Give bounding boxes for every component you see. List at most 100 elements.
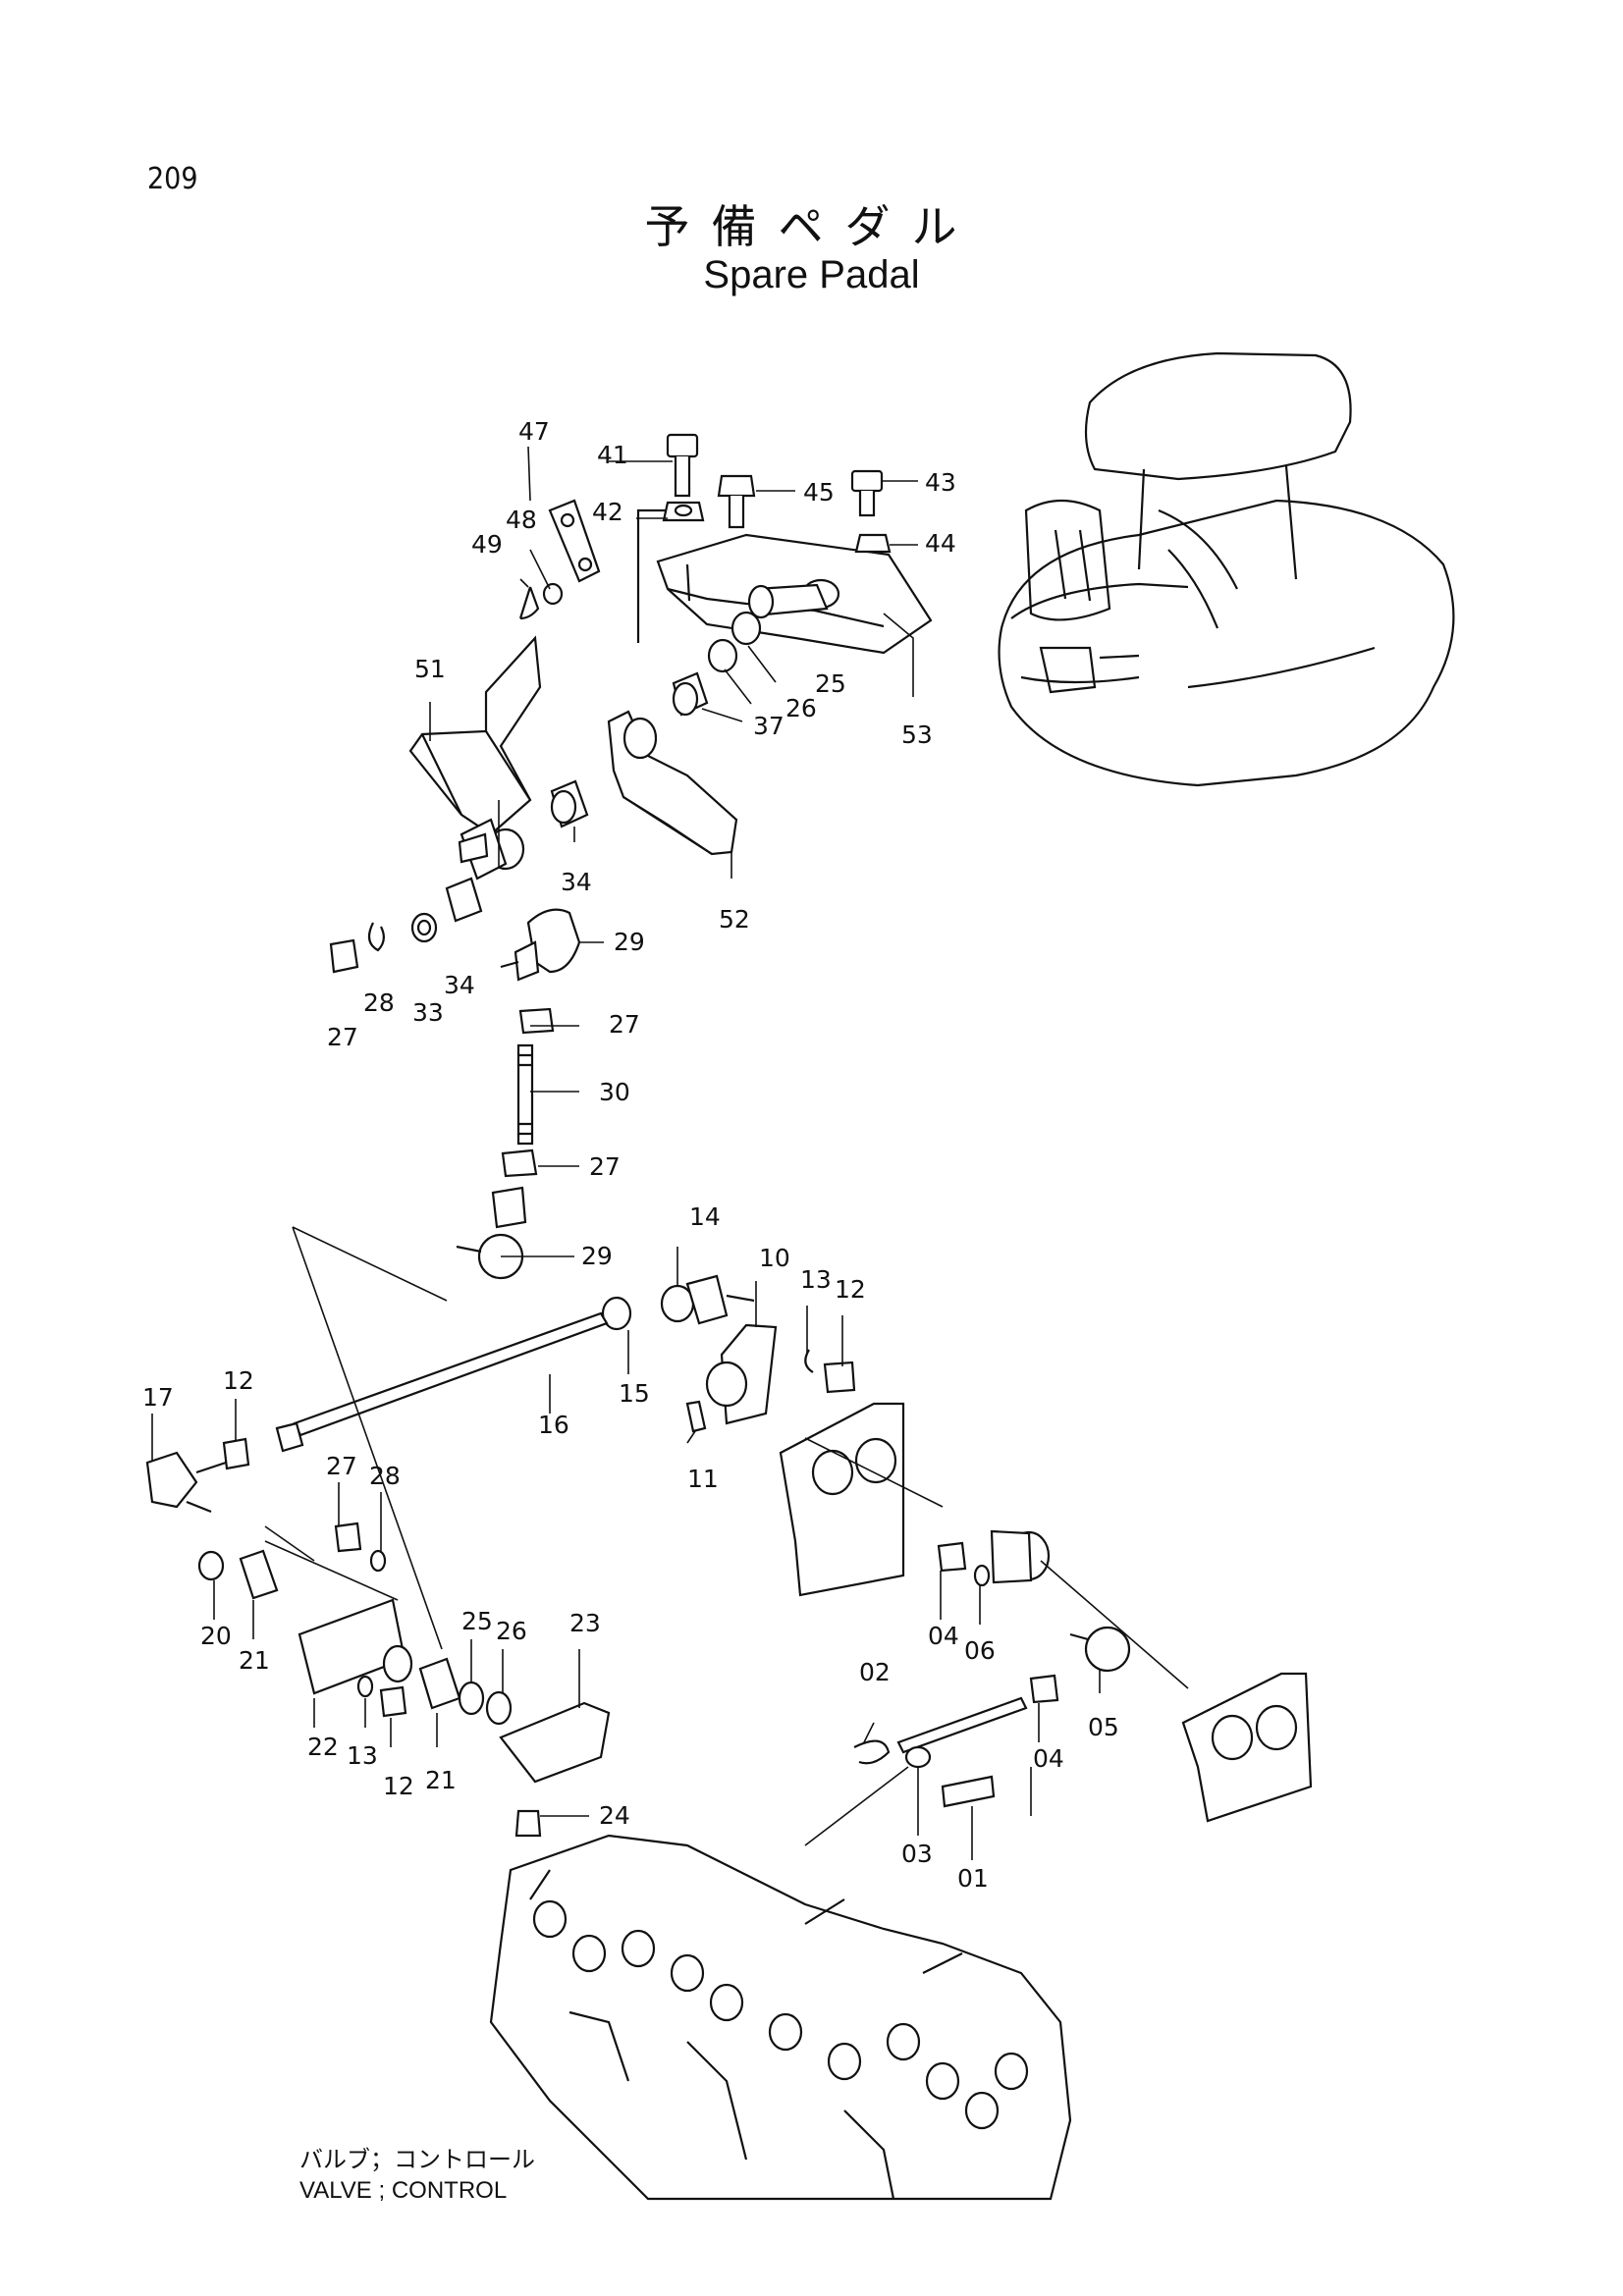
label-27-b: 27 [589, 1152, 621, 1181]
nut-04-lower [1029, 1674, 1059, 1704]
ball-joint-29-lower [456, 1186, 527, 1280]
label-34-lower: 34 [444, 971, 475, 999]
washer-15 [601, 1296, 632, 1331]
bracket-53 [636, 508, 933, 655]
label-14: 14 [689, 1202, 721, 1231]
bushing-21-lower [418, 1657, 461, 1710]
label-25-lower: 25 [461, 1607, 493, 1635]
label-17: 17 [142, 1383, 174, 1412]
label-02: 02 [859, 1658, 891, 1686]
label-44: 44 [925, 529, 956, 558]
label-06: 06 [964, 1636, 996, 1665]
pin-49 [518, 586, 540, 620]
label-04-lower: 04 [1033, 1744, 1064, 1773]
clip-28-upper [367, 922, 385, 952]
label-28-lower: 28 [369, 1462, 401, 1490]
label-24: 24 [599, 1801, 630, 1830]
clip-13-upper [804, 1349, 814, 1373]
bracket-23 [499, 1701, 611, 1784]
label-48: 48 [506, 506, 537, 534]
rod-end-17 [145, 1451, 227, 1514]
pin-01 [941, 1775, 996, 1808]
leader-lines [151, 446, 1189, 1860]
washer-48 [542, 582, 564, 606]
label-20: 20 [200, 1622, 232, 1650]
label-05: 05 [1088, 1713, 1119, 1741]
label-41: 41 [597, 441, 628, 469]
label-53: 53 [901, 721, 933, 749]
label-34-upper: 34 [561, 868, 592, 896]
label-01: 01 [957, 1864, 989, 1893]
snap-ring-33 [410, 912, 438, 943]
machine-overview-illustration [998, 351, 1455, 787]
label-15: 15 [619, 1379, 650, 1408]
bracket-right-lower [1181, 1672, 1313, 1823]
label-37: 37 [753, 712, 784, 740]
clip-28-lower [369, 1549, 387, 1573]
label-10: 10 [759, 1244, 790, 1272]
pedal-52 [607, 710, 738, 856]
valve-reference-japanese: バルブ；コントロール [299, 2146, 535, 2173]
rod-30 [516, 1043, 534, 1146]
label-13-lower: 13 [347, 1741, 378, 1770]
washers-25-26 [707, 611, 762, 673]
bushing-21-upper [239, 1549, 279, 1600]
control-valve-illustration [489, 1834, 1072, 2201]
label-21-right: 21 [425, 1766, 457, 1794]
label-49: 49 [471, 530, 503, 559]
label-27-a: 27 [609, 1010, 640, 1039]
snap-ring-20 [197, 1550, 225, 1581]
label-30: 30 [599, 1078, 630, 1106]
label-13-upper: 13 [800, 1265, 832, 1294]
bushing-34-lower [445, 877, 483, 923]
part-labels: 47 41 45 43 42 44 48 49 25 26 53 51 37 3… [142, 417, 1119, 1893]
lever-10 [705, 1323, 778, 1425]
label-52: 52 [719, 905, 750, 934]
clip-13-lower [356, 1675, 374, 1698]
label-12-lower: 12 [383, 1772, 414, 1800]
nut-12-left [222, 1437, 250, 1470]
bolt-24 [514, 1809, 542, 1838]
page-number: 209 [147, 162, 198, 196]
label-27-lower: 27 [326, 1452, 357, 1480]
nut-44 [854, 533, 892, 554]
label-12-left: 12 [223, 1366, 254, 1395]
nut-12-upper [823, 1361, 856, 1394]
label-23: 23 [569, 1609, 601, 1637]
label-47: 47 [518, 417, 550, 446]
clip-47 [548, 499, 601, 583]
bolt-41 [666, 433, 699, 498]
bracket-right-upper [779, 1402, 905, 1597]
nut-04-upper [937, 1541, 967, 1573]
label-11: 11 [687, 1465, 719, 1493]
lever-right [990, 1529, 1051, 1584]
clip-06 [973, 1564, 991, 1587]
ball-joint-29-upper [500, 908, 581, 982]
nut-42 [662, 501, 705, 522]
label-12-upper: 12 [835, 1275, 866, 1304]
label-03: 03 [901, 1840, 933, 1868]
label-28-upper: 28 [363, 988, 395, 1017]
nut-27-a [518, 1007, 555, 1035]
rod-16 [275, 1311, 609, 1453]
label-26-upper: 26 [785, 694, 817, 722]
label-21-left: 21 [239, 1646, 270, 1675]
bushing-34-upper [550, 779, 589, 828]
label-33: 33 [412, 998, 444, 1027]
label-51: 51 [414, 655, 446, 683]
label-16: 16 [538, 1411, 569, 1439]
label-42: 42 [592, 498, 623, 526]
label-43: 43 [925, 468, 956, 497]
valve-reference-english: VALVE ; CONTROL [299, 2177, 508, 2204]
ball-joint-05 [1069, 1626, 1131, 1673]
title-japanese: 予備ペダル [644, 200, 979, 253]
label-04-upper: 04 [928, 1622, 959, 1650]
label-45: 45 [803, 478, 835, 507]
nut-12-lower [379, 1685, 407, 1718]
rod-end-14 [660, 1274, 755, 1325]
label-26-lower: 26 [496, 1617, 527, 1645]
bushing-37 [672, 671, 709, 717]
nut-27-upper-left [329, 938, 359, 974]
rod-03 [896, 1696, 1028, 1769]
label-29-lower: 29 [581, 1242, 613, 1270]
